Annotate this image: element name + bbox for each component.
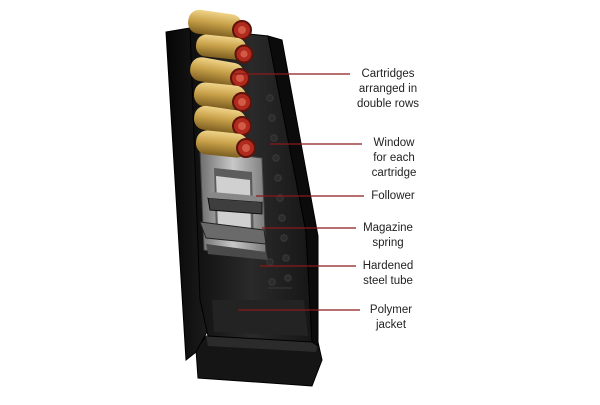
cartridge <box>194 105 252 136</box>
callout-line: cartridge <box>371 167 417 179</box>
callout-magazine-spring: Magazine spring <box>333 221 443 251</box>
callout-line: Follower <box>371 190 415 202</box>
callout-line: Polymer <box>369 304 413 316</box>
cartridges <box>188 9 256 158</box>
callout-line: double rows <box>356 98 419 110</box>
cartridge <box>195 34 254 64</box>
callout-line: Window <box>373 137 415 149</box>
callout-cartridges: Cartridges arranged in double rows <box>333 67 443 112</box>
cartridge <box>193 82 252 112</box>
base-plate <box>195 335 323 387</box>
cartridge <box>188 9 252 40</box>
callout-line: jacket <box>375 319 407 331</box>
callout-line: Cartridges <box>361 68 415 80</box>
leader-lines <box>234 73 364 311</box>
magazine-spring <box>199 221 268 260</box>
callout-line: Magazine <box>363 222 413 234</box>
callout-window: Window for each cartridge <box>339 136 449 181</box>
callout-steel-tube: Hardened steel tube <box>333 259 443 289</box>
callout-line: spring <box>372 237 404 249</box>
callout-follower: Follower <box>338 189 448 204</box>
callout-line: Hardened <box>362 260 414 272</box>
cartridge <box>195 130 256 158</box>
callout-polymer-jacket: Polymer jacket <box>336 303 446 333</box>
callout-line: for each <box>373 152 415 164</box>
follower <box>207 192 263 215</box>
callout-line: arranged in <box>358 83 418 95</box>
callout-line: steel tube <box>363 275 413 287</box>
